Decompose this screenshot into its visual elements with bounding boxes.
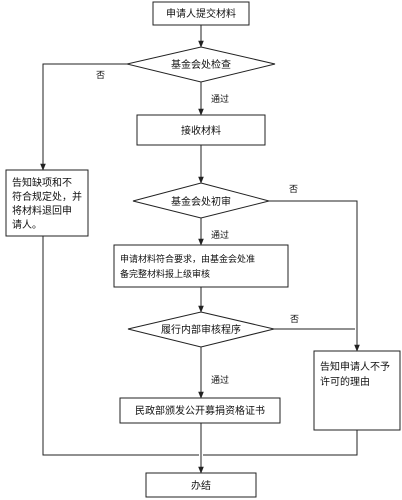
- label-check-reject: 否: [96, 70, 105, 81]
- node-check-text: 基金会处检查: [171, 58, 231, 71]
- node-done-box: [145, 472, 257, 498]
- node-done-text: 办结: [191, 479, 211, 492]
- label-internal-pass: 通过: [211, 374, 229, 386]
- label-first-review-pass: 通过: [211, 229, 229, 241]
- node-notify-reject-box: [313, 350, 401, 431]
- node-internal-review-diamond: [127, 311, 275, 348]
- node-internal-review-text: 履行内部审核程序: [161, 323, 241, 336]
- node-check-diamond: [126, 46, 276, 83]
- label-internal-reject: 否: [290, 314, 299, 325]
- edge-first-review-notify-reject: [269, 200, 360, 352]
- node-submit-text: 申请人提交材料: [166, 7, 236, 20]
- label-first-review-reject: 否: [289, 184, 298, 195]
- node-compliant-line-1: 申请材料符合要求，由基金会处准: [120, 253, 255, 265]
- node-notify-reject-line-2: 许可的理由: [320, 375, 370, 388]
- edge-notify-reject-done: [203, 430, 358, 456]
- node-notify-missing-line-2: 符合规定处，并: [12, 190, 82, 203]
- node-compliant-box: [113, 244, 289, 288]
- node-first-review-diamond: [132, 182, 270, 219]
- node-notify-missing-box: [5, 169, 89, 237]
- node-submit-box: [152, 1, 250, 26]
- node-receive-box: [136, 114, 266, 146]
- label-check-pass: 通过: [211, 93, 229, 105]
- edge-notify-missing-done: [42, 236, 199, 456]
- node-issue-cert-text: 民政部颁发公开募捐资格证书: [135, 404, 265, 417]
- node-first-review-text: 基金会处初审: [171, 195, 231, 208]
- edge-check-notify-missing: [40, 63, 127, 171]
- node-notify-missing-line-4: 请人。: [12, 218, 42, 231]
- node-receive-text: 接收材料: [181, 124, 221, 137]
- node-notify-reject-line-1: 告知申请人不予: [320, 360, 390, 373]
- node-notify-missing-line-3: 将材料退回申: [12, 204, 72, 217]
- node-compliant-line-2: 备完整材料报上级审核: [120, 268, 210, 280]
- node-notify-missing-line-1: 告知缺项和不: [12, 176, 72, 189]
- node-issue-cert-box: [119, 397, 281, 424]
